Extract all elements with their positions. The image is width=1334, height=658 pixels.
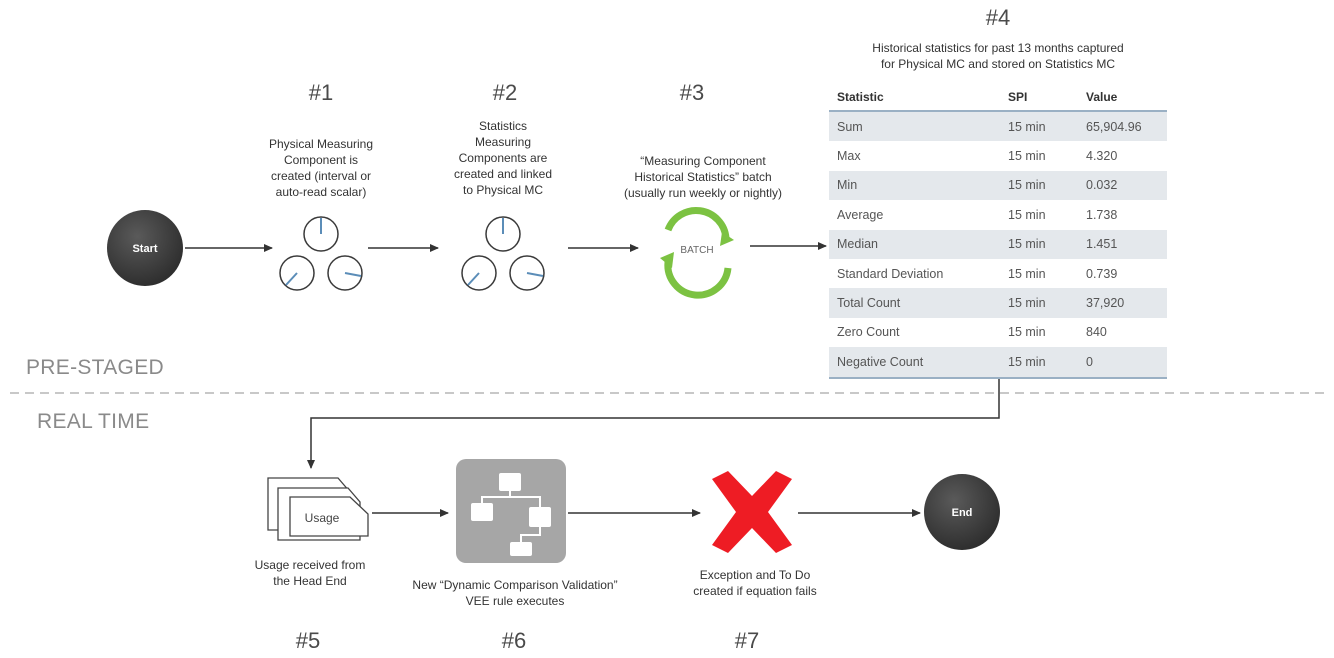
cell-value: 1.451: [1078, 229, 1167, 259]
cell-value: 65,904.96: [1078, 111, 1167, 142]
table-header-row: Statistic SPI Value: [829, 84, 1167, 112]
step-7-caption: Exception and To Do created if equation …: [693, 568, 817, 598]
step-number-5: #5: [295, 628, 321, 653]
cell-spi: 15 min: [1000, 347, 1078, 379]
step-5-caption: Usage received from the Head End: [254, 558, 366, 588]
section-label-pre-staged: PRE-STAGED: [26, 356, 164, 379]
table-row: Zero Count 15 min 840: [829, 318, 1167, 347]
cell-value: 0.032: [1078, 170, 1167, 201]
table-row: Negative Count 15 min 0: [829, 347, 1167, 379]
cell-value: 1.738: [1086, 207, 1118, 222]
table-row: Average 15 min 1.738: [829, 200, 1167, 229]
end-node: End: [924, 474, 1000, 550]
table-row: Max 15 min 4.320: [829, 141, 1167, 170]
step-3-caption: “Measuring Component Historical Statisti…: [623, 154, 783, 200]
step-number-7: #7: [734, 628, 760, 653]
historical-statistics-table: Statistic SPI Value Sum 15 min 65,904.96…: [829, 84, 1167, 379]
usage-documents-icon: Usage: [267, 477, 369, 541]
workflow-rule-icon: [456, 459, 566, 563]
step-6-caption: New “Dynamic Comparison Validation” VEE …: [412, 578, 618, 608]
cell-spi: 15 min: [1000, 170, 1078, 201]
table-row: Sum 15 min 65,904.96: [829, 111, 1167, 142]
cell-statistic: Min: [829, 170, 1000, 201]
step-number-1: #1: [308, 80, 334, 105]
cell-statistic: Sum: [829, 111, 1000, 142]
step-1-caption: Physical Measuring Component is created …: [268, 137, 374, 199]
end-label: End: [952, 507, 973, 519]
table-row: Median 15 min 1.451: [829, 229, 1167, 259]
table-row: Total Count 15 min 37,920: [829, 288, 1167, 318]
step-2-caption: Statistics Measuring Components are crea…: [453, 119, 553, 197]
start-label: Start: [132, 243, 157, 255]
batch-cycle-icon: BATCH: [660, 207, 734, 299]
exception-x-icon: [712, 471, 792, 553]
step-number-3: #3: [679, 80, 705, 105]
step-4-caption: Historical statistics for past 13 months…: [872, 41, 1124, 71]
cell-statistic: Max: [837, 149, 861, 164]
cell-spi: 15 min: [1000, 288, 1078, 318]
cell-spi: 15 min: [1000, 111, 1078, 142]
measuring-component-dials-icon: [279, 216, 363, 291]
cell-value: 840: [1086, 325, 1107, 340]
table-row: Standard Deviation 15 min 0.739: [829, 259, 1167, 288]
cell-value: 37,920: [1078, 288, 1167, 318]
cell-statistic: Average: [837, 207, 884, 222]
cell-spi: 15 min: [1008, 325, 1046, 340]
step-number-6: #6: [501, 628, 527, 653]
step-number-4: #4: [985, 5, 1011, 30]
column-header-value: Value: [1078, 84, 1167, 112]
cell-statistic: Total Count: [829, 288, 1000, 318]
column-header-statistic: Statistic: [829, 84, 1000, 112]
step-number-2: #2: [492, 80, 518, 105]
statistics-dials-icon: [461, 216, 545, 291]
cell-statistic: Zero Count: [837, 325, 900, 340]
cell-spi: 15 min: [1008, 266, 1046, 281]
cell-value: 0: [1078, 347, 1167, 379]
cell-spi: 15 min: [1000, 229, 1078, 259]
arrow-4-to-5: [307, 378, 1000, 469]
cell-spi: 15 min: [1008, 149, 1046, 164]
cell-value: 4.320: [1086, 149, 1118, 164]
cell-statistic: Median: [829, 229, 1000, 259]
cell-statistic: Standard Deviation: [837, 266, 944, 281]
usage-label: Usage: [305, 511, 340, 525]
table-row: Min 15 min 0.032: [829, 170, 1167, 201]
column-header-spi: SPI: [1000, 84, 1078, 112]
cell-value: 0.739: [1086, 266, 1118, 281]
batch-label: BATCH: [680, 245, 713, 256]
section-label-real-time: REAL TIME: [37, 410, 150, 433]
start-node: Start: [107, 210, 183, 286]
cell-statistic: Negative Count: [829, 347, 1000, 379]
cell-spi: 15 min: [1008, 207, 1046, 222]
